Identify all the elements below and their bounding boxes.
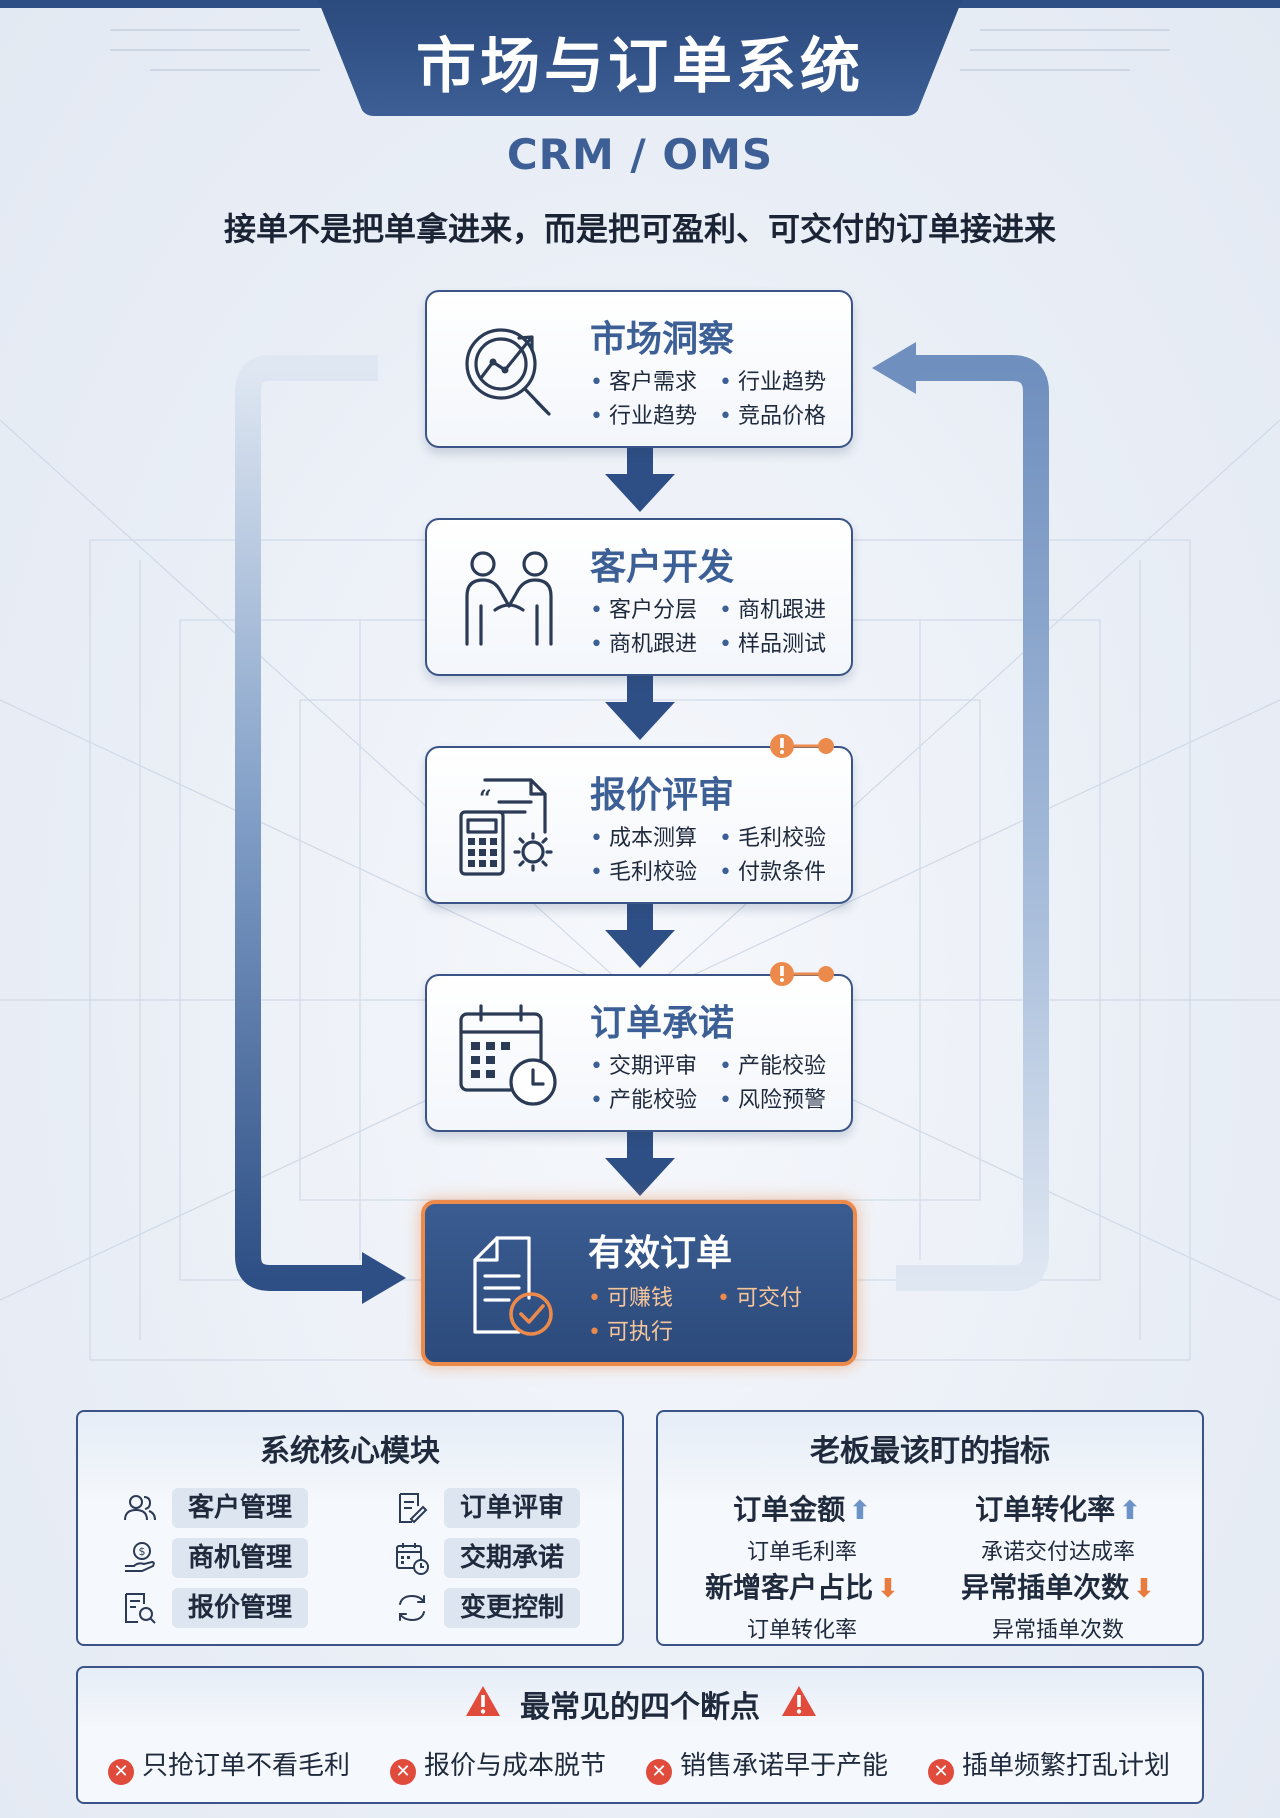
- card-title: 市场洞察: [590, 319, 735, 360]
- breakpoint-item: ✕ 只抢订单不看毛利: [108, 1748, 351, 1785]
- card-bullet: 毛利校验: [590, 854, 697, 886]
- breakpoint-label: 销售承诺早于产能: [680, 1751, 889, 1781]
- alert-indicator-icon: [770, 962, 834, 986]
- flow-card-customer-development: 客户开发 客户分层 商机跟进 商机跟进 样品测试: [425, 518, 853, 676]
- module-label: 订单评审: [444, 1488, 581, 1528]
- flow-card-market-insight: 市场洞察 客户需求 行业趋势 行业趋势 竞品价格: [425, 290, 853, 448]
- document-edit-icon: [399, 1493, 428, 1524]
- flow-card-order-commitment: 订单承诺 交期评审 产能校验 产能校验 风险预警: [425, 974, 853, 1132]
- core-modules-panel: 系统核心模块 客户管理 订单评审 $ 商机管理 交期承诺 报价管理 变更控制: [76, 1410, 624, 1646]
- card-bullet: 毛利校验: [719, 820, 826, 852]
- card-bullet: 成本测算: [590, 820, 697, 852]
- warning-icon: [466, 1686, 500, 1716]
- document-check-icon: [473, 1236, 553, 1336]
- metric-sub: 订单转化率: [746, 1618, 857, 1643]
- market-insight-icon: [465, 328, 551, 416]
- card-bullet: 可赚钱: [588, 1280, 673, 1312]
- card-bullet: 竞品价格: [719, 398, 826, 430]
- error-x-icon: ✕: [390, 1759, 416, 1785]
- breakpoint-label: 只抢订单不看毛利: [142, 1751, 351, 1781]
- metric-item: 异常插单次数⬇ 异常插单次数: [928, 1566, 1188, 1644]
- metric-sub: 异常插单次数: [991, 1618, 1124, 1643]
- module-label: 商机管理: [172, 1538, 309, 1578]
- module-label: 变更控制: [444, 1588, 581, 1628]
- card-bullet: 交期评审: [590, 1048, 697, 1080]
- error-x-icon: ✕: [646, 1759, 672, 1785]
- sync-icon: [399, 1594, 425, 1622]
- breakpoints-panel: 最常见的四个断点 ✕ 只抢订单不看毛利 ✕ 报价与成本脱节 ✕ 销售承诺早于产能 ✕ 插…: [76, 1666, 1204, 1804]
- card-title: 客户开发: [590, 547, 735, 588]
- panel-title: 最常见的四个断点: [520, 1690, 760, 1725]
- metric-item: 订单转化率⬆ 承诺交付达成率: [928, 1488, 1188, 1566]
- metric-name: 订单金额: [733, 1493, 846, 1526]
- trend-down-icon: ⬇: [877, 1574, 899, 1604]
- card-title: 报价评审: [590, 775, 735, 816]
- module-label: 交期承诺: [444, 1538, 581, 1578]
- card-bullet: 产能校验: [590, 1082, 697, 1114]
- module-label: 客户管理: [172, 1488, 309, 1528]
- metric-sub: 订单毛利率: [746, 1540, 857, 1565]
- panel-title: 老板最该盯的指标: [810, 1434, 1050, 1469]
- page-title: 市场与订单系统: [416, 32, 864, 102]
- metric-sub: 承诺交付达成率: [980, 1540, 1135, 1565]
- breakpoint-label: 插单频繁打乱计划: [962, 1751, 1171, 1781]
- card-bullet: 客户分层: [590, 592, 697, 624]
- card-bullet: 商机跟进: [590, 626, 697, 658]
- page-tagline: 接单不是把单拿进来，而是把可盈利、可交付的订单接进来: [223, 210, 1056, 248]
- metric-name: 新增客户占比: [705, 1571, 874, 1604]
- calendar-icon: [396, 1543, 429, 1575]
- error-x-icon: ✕: [108, 1759, 134, 1785]
- card-bullet: 行业趋势: [719, 364, 826, 396]
- breakpoint-item: ✕ 销售承诺早于产能: [646, 1748, 889, 1785]
- card-bullet: 付款条件: [719, 854, 826, 886]
- card-bullet: 行业趋势: [590, 398, 697, 430]
- panel-title: 系统核心模块: [260, 1434, 440, 1469]
- key-metrics-panel: 老板最该盯的指标 订单金额⬆ 订单毛利率 订单转化率⬆ 承诺交付达成率 新增客户…: [656, 1410, 1204, 1646]
- flow-card-quote-review: “ 报价评审 成本测算 毛利校验 毛利校验 付款条件: [425, 746, 853, 904]
- card-bullet: 可执行: [588, 1314, 673, 1346]
- card-bullet: 样品测试: [719, 626, 826, 658]
- breakpoint-label: 报价与成本脱节: [424, 1751, 607, 1781]
- card-title: 有效订单: [588, 1233, 733, 1274]
- money-hand-icon: $: [125, 1542, 155, 1572]
- metric-item: 订单金额⬆ 订单毛利率: [672, 1488, 932, 1566]
- breakpoint-item: ✕ 插单频繁打乱计划: [928, 1748, 1171, 1785]
- error-x-icon: ✕: [928, 1759, 954, 1785]
- svg-text:$: $: [139, 1545, 146, 1558]
- handshake-icon: [465, 551, 553, 646]
- trend-up-icon: ⬆: [1119, 1496, 1141, 1526]
- flow-card-valid-order: 有效订单 可赚钱 可交付 可执行: [421, 1200, 857, 1366]
- module-label: 报价管理: [172, 1588, 309, 1628]
- card-bullet: 产能校验: [719, 1048, 826, 1080]
- document-search-icon: [125, 1593, 156, 1624]
- card-bullet: 风险预警: [719, 1082, 826, 1114]
- card-bullet: 可交付: [717, 1280, 802, 1312]
- alert-indicator-icon: [770, 734, 834, 758]
- users-icon: [124, 1495, 156, 1521]
- calendar-clock-icon: [459, 1004, 557, 1106]
- trend-down-icon: ⬇: [1133, 1574, 1155, 1604]
- svg-text:“: “: [479, 786, 492, 812]
- metric-item: 新增客户占比⬇ 订单转化率: [672, 1566, 932, 1644]
- metric-name: 异常插单次数: [961, 1571, 1130, 1604]
- page-subtitle: CRM / OMS: [506, 130, 774, 179]
- card-bullet: 商机跟进: [719, 592, 826, 624]
- card-title: 订单承诺: [590, 1003, 735, 1044]
- card-bullet: 客户需求: [590, 364, 697, 396]
- quote-calculator-icon: “: [459, 778, 553, 876]
- warning-icon: [782, 1686, 816, 1716]
- title-banner: [318, 0, 962, 116]
- breakpoint-item: ✕ 报价与成本脱节: [390, 1748, 607, 1785]
- trend-up-icon: ⬆: [849, 1496, 871, 1526]
- metric-name: 订单转化率: [975, 1493, 1116, 1526]
